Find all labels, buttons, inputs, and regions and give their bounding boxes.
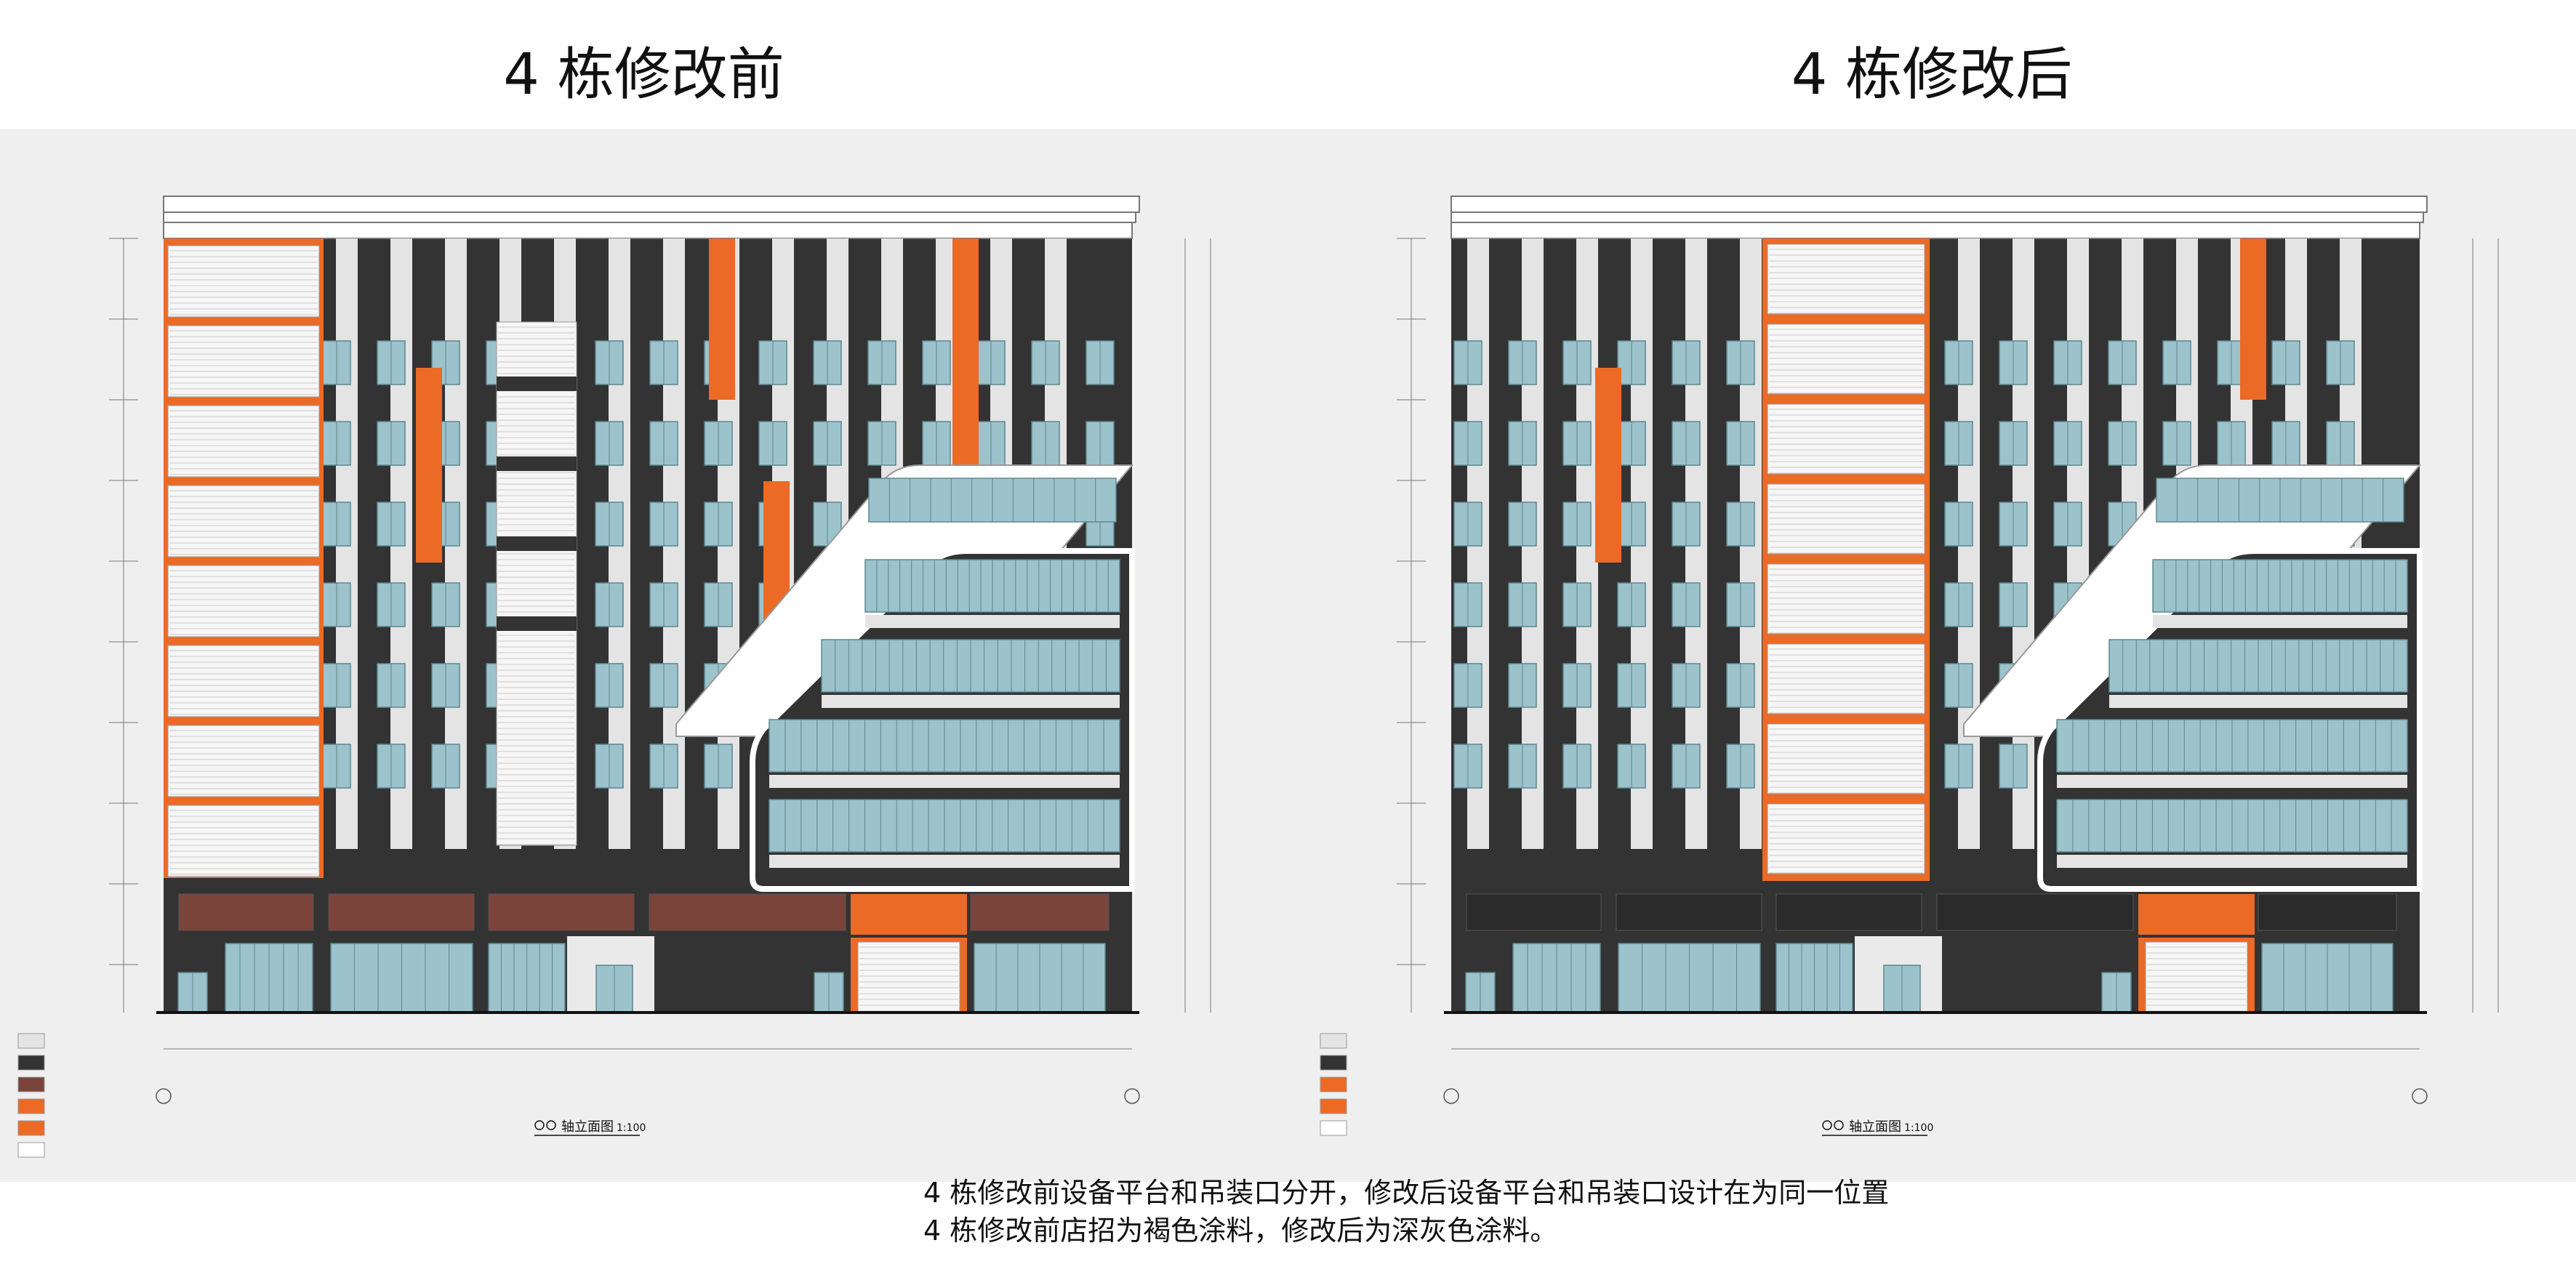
parapet-mid	[163, 212, 1136, 223]
shop-sign	[649, 893, 846, 931]
caption-axis-icon	[546, 1120, 556, 1130]
caption-axis-icon	[1822, 1120, 1832, 1130]
axis-marker	[1124, 1088, 1140, 1104]
combined-platform-louver	[1767, 643, 1925, 715]
title-before: 4 栋修改前	[503, 42, 785, 108]
equipment-platform-louver	[167, 405, 320, 478]
slab-band	[497, 377, 577, 391]
caption-axis-icon	[534, 1120, 545, 1130]
axis-marker	[2412, 1088, 2428, 1104]
floor-band	[2109, 695, 2407, 708]
combined-platform-louver	[1767, 723, 1925, 794]
shop-sign	[1775, 893, 1922, 931]
combined-platform-louver	[1767, 323, 1925, 395]
axis-marker	[1443, 1088, 1459, 1104]
legend-swatch	[17, 1055, 45, 1071]
orange-sign	[851, 894, 967, 935]
legend-swatch	[1320, 1120, 1347, 1136]
shop-sign	[1936, 893, 2134, 931]
shop-sign	[1616, 893, 1762, 931]
parapet-top	[1450, 196, 2428, 213]
combined-platform-louver	[1767, 403, 1925, 475]
slab-band	[497, 616, 577, 631]
hoisting-opening	[496, 321, 577, 846]
shop-sign	[1466, 893, 1602, 931]
equipment-platform-louver	[167, 645, 320, 717]
combined-platform-louver	[1767, 803, 1925, 874]
orange-accent	[2240, 238, 2266, 400]
parapet-bottom	[1450, 222, 2420, 239]
hoisting-door	[857, 941, 960, 1013]
equipment-platform-louver	[167, 485, 320, 558]
equipment-platform-louver	[167, 725, 320, 797]
floor-band	[822, 695, 1120, 708]
legend-swatch	[1320, 1098, 1347, 1114]
equipment-platform-louver	[167, 565, 320, 637]
equipment-platform-louver	[167, 805, 320, 877]
floor-band	[865, 615, 1120, 628]
shop-sign	[2258, 893, 2397, 931]
legend-swatch	[17, 1098, 45, 1114]
floor-band	[769, 855, 1120, 868]
drawing-caption-scale: 1:100	[1904, 1122, 1933, 1134]
floor-band	[2057, 855, 2407, 868]
combined-platform-louver	[1767, 563, 1925, 635]
shop-sign	[328, 893, 475, 931]
legend-swatch	[17, 1033, 45, 1049]
slab-band	[497, 536, 577, 551]
shop-sign	[970, 893, 1110, 931]
legend-swatch	[17, 1076, 45, 1092]
legend-swatch	[1320, 1055, 1347, 1071]
legend-swatch	[1320, 1033, 1347, 1049]
shop-sign	[178, 893, 314, 931]
drawing-caption-label: 轴立面图	[561, 1119, 614, 1135]
orange-accent	[709, 238, 735, 400]
combined-platform-louver	[1767, 243, 1925, 315]
equipment-platform-louver	[167, 245, 320, 318]
parapet-mid	[1450, 212, 2424, 223]
axis-marker	[156, 1088, 172, 1104]
equipment-platform-louver	[167, 325, 320, 398]
parapet-top	[163, 196, 1140, 213]
legend-swatch	[1320, 1076, 1347, 1092]
floor-band	[2153, 615, 2407, 628]
caption: 4 栋修改前设备平台和吊装口分开，修改后设备平台和吊装口设计在为同一位置 4 栋…	[923, 1174, 1889, 1249]
shop-sign	[488, 893, 635, 931]
hoisting-door	[2145, 941, 2248, 1013]
title-after: 4 栋修改后	[1791, 42, 2073, 108]
drawing-caption-label: 轴立面图	[1849, 1119, 1901, 1135]
combined-platform-louver	[1767, 483, 1925, 555]
orange-accent	[1595, 368, 1621, 563]
orange-accent	[952, 238, 979, 465]
floor-band	[769, 775, 1120, 788]
parapet-bottom	[163, 222, 1133, 239]
orange-sign	[2138, 894, 2255, 935]
caption-line-1: 4 栋修改前设备平台和吊装口分开，修改后设备平台和吊装口设计在为同一位置	[923, 1177, 1890, 1209]
caption-line-2: 4 栋修改前店招为褐色涂料，修改后为深灰色涂料。	[923, 1215, 1558, 1247]
floor-band	[2057, 775, 2407, 788]
orange-accent	[416, 368, 442, 563]
drawing-caption-scale: 1:100	[617, 1122, 646, 1134]
slab-band	[497, 456, 577, 471]
legend-swatch	[17, 1120, 45, 1136]
caption-axis-icon	[1834, 1120, 1844, 1130]
legend-swatch	[17, 1142, 45, 1158]
